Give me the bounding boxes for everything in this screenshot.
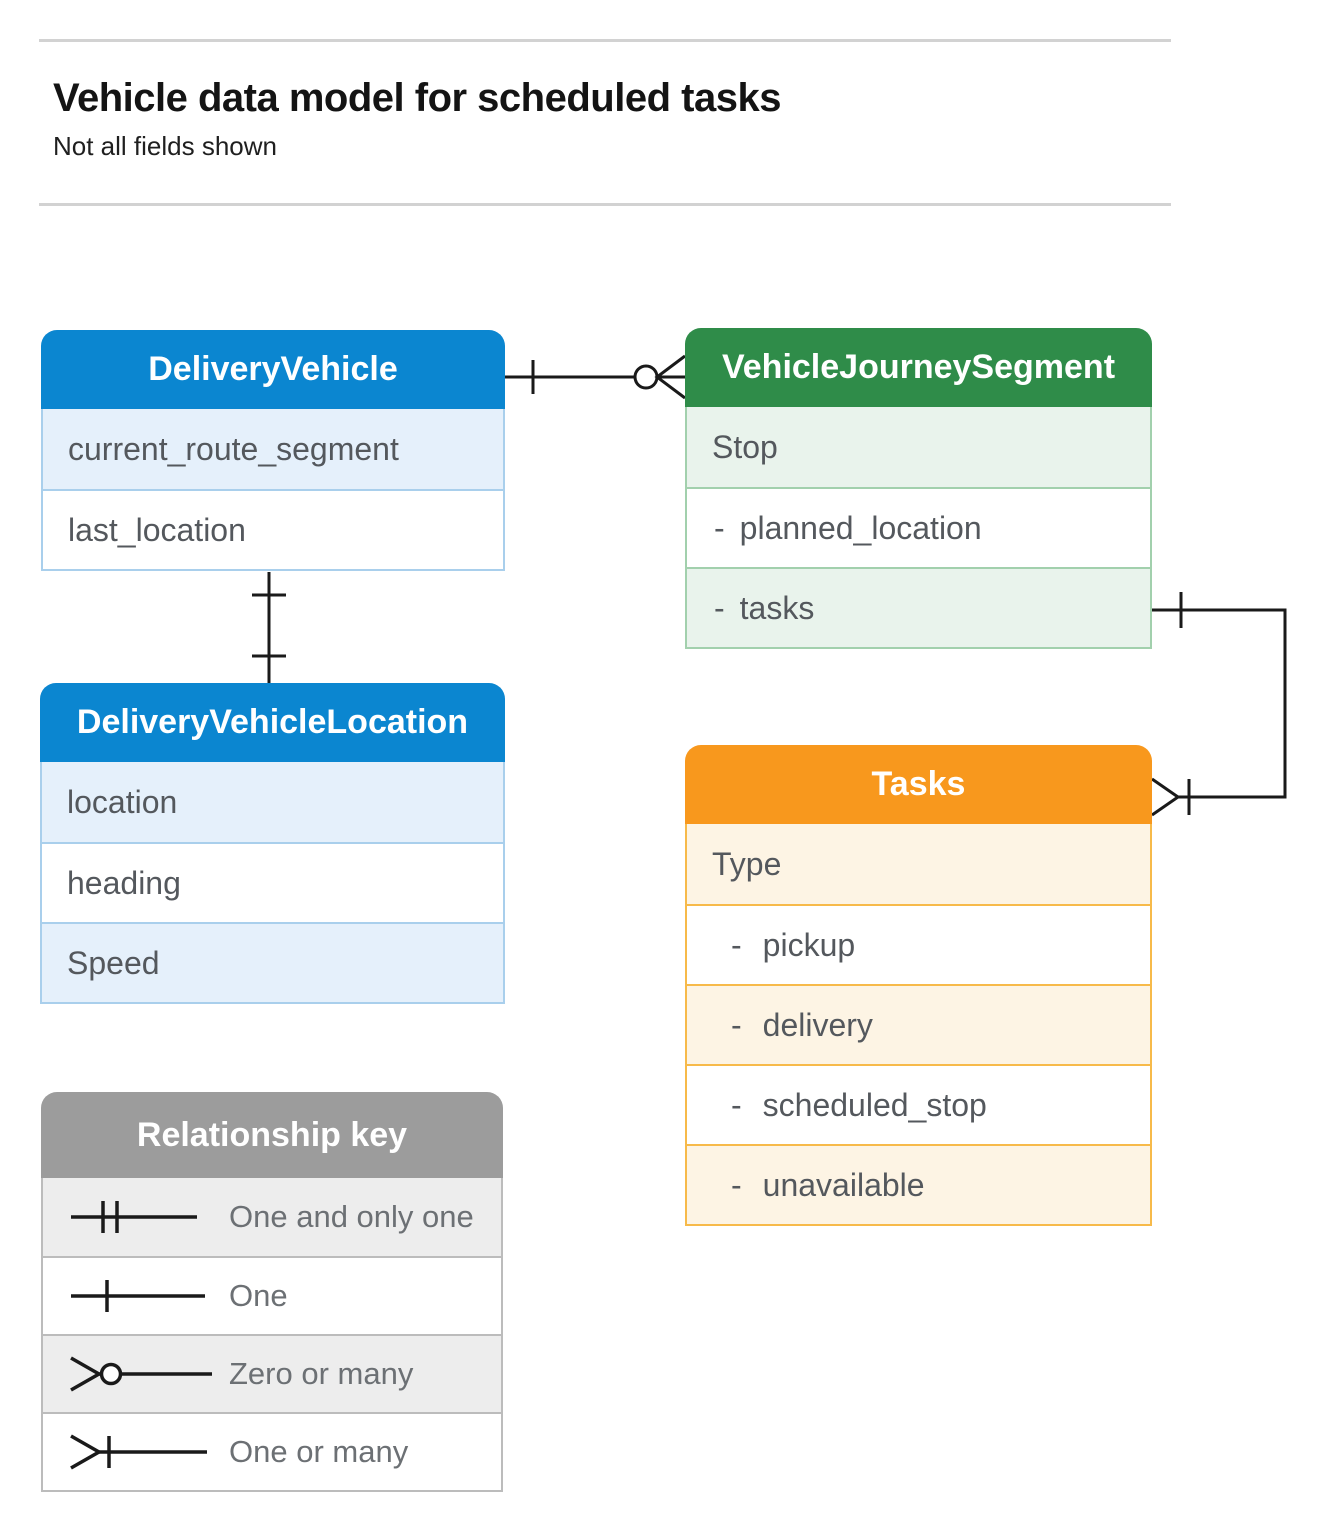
divider-top bbox=[39, 39, 1171, 42]
field-label: location bbox=[67, 783, 178, 820]
entity-tasks-fields: Type - pickup - delivery - scheduled_sto… bbox=[685, 824, 1152, 1226]
legend-item-one-and-only-one: One and only one bbox=[43, 1178, 501, 1256]
entity-delivery-vehicle-location-title: DeliveryVehicleLocation bbox=[40, 683, 505, 762]
entity-delivery-vehicle-location-fields: location heading Speed bbox=[40, 762, 505, 1004]
field-label: pickup bbox=[762, 926, 856, 963]
relationship-key-title: Relationship key bbox=[41, 1092, 503, 1178]
field-current-route-segment: current_route_segment bbox=[43, 409, 503, 489]
field-label: current_route_segment bbox=[68, 430, 399, 467]
field-type: Type bbox=[687, 824, 1150, 904]
dash-prefix: - bbox=[731, 1086, 742, 1123]
legend-item-zero-or-many: Zero or many bbox=[43, 1334, 501, 1412]
field-location: location bbox=[42, 762, 503, 842]
connector-deliveryvehicle-deliveryvehiclelocation bbox=[252, 572, 286, 683]
page-subtitle: Not all fields shown bbox=[53, 131, 277, 161]
one-icon bbox=[71, 1280, 205, 1312]
relationship-key-rows: One and only one One Zero or many bbox=[41, 1178, 503, 1492]
entity-vehicle-journey-segment-title: VehicleJourneySegment bbox=[685, 328, 1152, 407]
field-label: unavailable bbox=[762, 1166, 925, 1203]
field-label: delivery bbox=[762, 1006, 873, 1043]
field-unavailable: - unavailable bbox=[687, 1144, 1150, 1224]
legend-label: One and only one bbox=[229, 1199, 474, 1234]
one-and-only-one-icon bbox=[71, 1201, 197, 1233]
connector-vehiclejourneysegment-tasks bbox=[1151, 592, 1287, 817]
field-label: Type bbox=[712, 845, 782, 882]
field-label: tasks bbox=[739, 589, 815, 626]
field-label: heading bbox=[67, 864, 181, 901]
field-stop: Stop bbox=[687, 407, 1150, 487]
field-planned-location: - planned_location bbox=[687, 487, 1150, 567]
field-label: Stop bbox=[712, 428, 778, 465]
entity-delivery-vehicle: DeliveryVehicle current_route_segment la… bbox=[41, 330, 505, 571]
entity-tasks-title: Tasks bbox=[685, 745, 1152, 824]
field-last-location: last_location bbox=[43, 489, 503, 569]
connector-deliveryvehicle-vehiclejourneysegment bbox=[505, 354, 686, 400]
field-scheduled-stop: - scheduled_stop bbox=[687, 1064, 1150, 1144]
field-label: Speed bbox=[67, 944, 160, 981]
legend-item-one-or-many: One or many bbox=[43, 1412, 501, 1490]
entity-delivery-vehicle-fields: current_route_segment last_location bbox=[41, 409, 505, 571]
dash-prefix: - bbox=[714, 589, 725, 626]
entity-delivery-vehicle-location: DeliveryVehicleLocation location heading… bbox=[40, 683, 505, 1004]
field-tasks: - tasks bbox=[687, 567, 1150, 647]
relationship-key: Relationship key One and only one One bbox=[41, 1092, 503, 1492]
legend-label: One or many bbox=[229, 1434, 409, 1469]
legend-item-one: One bbox=[43, 1256, 501, 1334]
field-label: last_location bbox=[68, 511, 246, 548]
field-label: scheduled_stop bbox=[762, 1086, 987, 1123]
entity-delivery-vehicle-title: DeliveryVehicle bbox=[41, 330, 505, 409]
one-or-many-icon bbox=[70, 1434, 207, 1470]
legend-label: One bbox=[229, 1278, 288, 1313]
field-delivery: - delivery bbox=[687, 984, 1150, 1064]
dash-prefix: - bbox=[731, 1166, 742, 1203]
entity-vehicle-journey-segment-fields: Stop - planned_location - tasks bbox=[685, 407, 1152, 649]
zero-or-many-icon bbox=[70, 1356, 212, 1392]
page-title: Vehicle data model for scheduled tasks bbox=[53, 76, 781, 120]
entity-tasks: Tasks Type - pickup - delivery - schedul… bbox=[685, 745, 1152, 1226]
dash-prefix: - bbox=[714, 509, 725, 546]
dash-prefix: - bbox=[731, 1006, 742, 1043]
field-pickup: - pickup bbox=[687, 904, 1150, 984]
field-label: planned_location bbox=[739, 509, 982, 546]
legend-label: Zero or many bbox=[229, 1356, 414, 1391]
dash-prefix: - bbox=[731, 926, 742, 963]
field-speed: Speed bbox=[42, 922, 503, 1002]
entity-vehicle-journey-segment: VehicleJourneySegment Stop - planned_loc… bbox=[685, 328, 1152, 649]
field-heading: heading bbox=[42, 842, 503, 922]
divider-bottom bbox=[39, 203, 1171, 206]
